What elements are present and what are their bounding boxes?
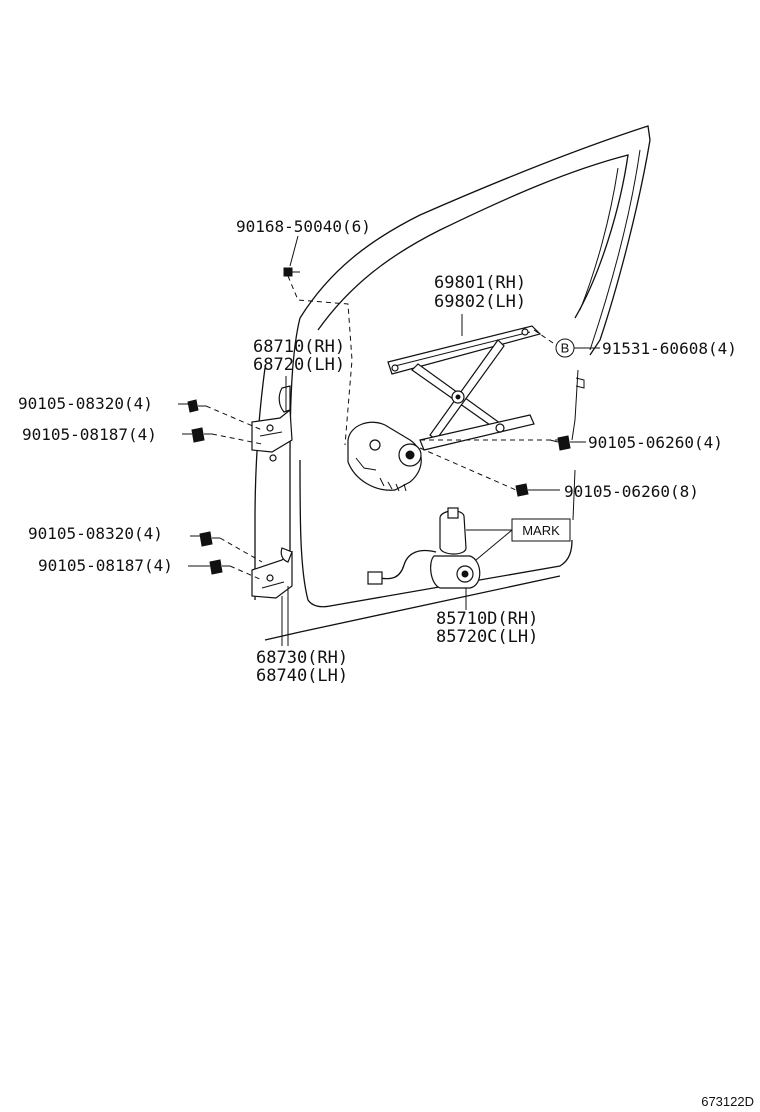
label-bolt-upper-2: 90105-08187(4) <box>22 425 157 444</box>
label-bolt-reg-1: 90105-06260(4) <box>588 433 723 452</box>
window-regulator <box>347 325 542 492</box>
label-upper-hinge-lh: 68720(LH) <box>253 355 345 375</box>
label-bolt-lower-2: 90105-08187(4) <box>38 556 173 575</box>
label-screw-top: 90168-50040(6) <box>236 217 371 236</box>
b-marker-circle <box>555 338 575 358</box>
label-motor-lh: 85720C(LH) <box>436 627 538 647</box>
label-bolt-upper-1: 90105-08320(4) <box>18 394 153 413</box>
label-bolt-lower-1: 90105-08320(4) <box>28 524 163 543</box>
upper-hinge <box>251 385 293 462</box>
diagram-reference-code: 673122D <box>701 1094 754 1109</box>
mark-box <box>511 518 571 542</box>
label-regulator-rh: 69801(RH) <box>434 273 526 293</box>
label-bolt-b: 91531-60608(4) <box>602 339 737 358</box>
label-lower-hinge-rh: 68730(RH) <box>256 648 348 668</box>
lower-hinge <box>251 547 293 599</box>
label-lower-hinge-lh: 68740(LH) <box>256 666 348 686</box>
label-upper-hinge-rh: 68710(RH) <box>253 337 345 357</box>
label-bolt-reg-2: 90105-06260(8) <box>564 482 699 501</box>
window-motor <box>367 507 481 589</box>
leader-lines <box>178 235 600 646</box>
label-regulator-lh: 69802(LH) <box>434 292 526 312</box>
label-motor-rh: 85710D(RH) <box>436 609 538 629</box>
bolts <box>187 267 571 575</box>
b-marker-label: B <box>561 341 570 356</box>
mark-label: MARK <box>522 523 560 538</box>
